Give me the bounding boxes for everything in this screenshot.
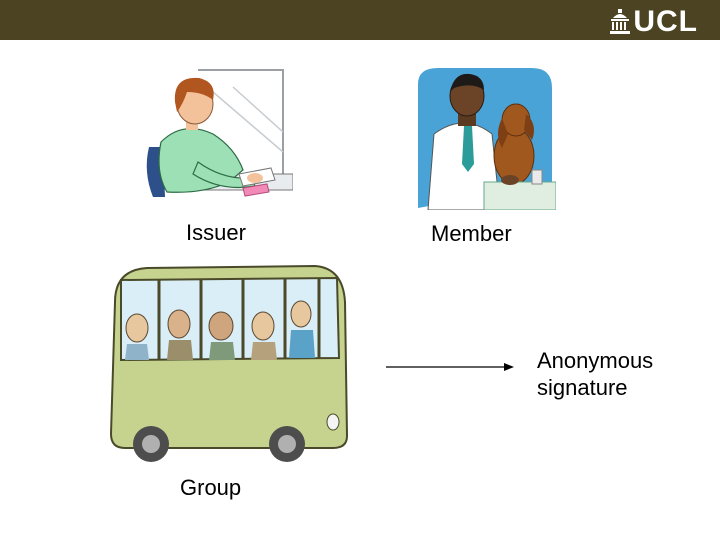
ucl-logo: UCL: [609, 6, 698, 38]
member-illustration: [414, 64, 557, 211]
issuer-illustration: [143, 62, 294, 207]
member-label: Member: [431, 221, 512, 246]
anonymous-signature-label: Anonymous signature: [537, 347, 653, 401]
issuer-label: Issuer: [186, 220, 246, 245]
group-label: Group: [180, 475, 242, 500]
group-illustration: [107, 262, 353, 468]
portico-icon: [610, 9, 631, 34]
anonymous-line-1: Anonymous: [537, 348, 654, 373]
logo-text: UCL: [633, 5, 698, 38]
arrow-right-icon: [386, 363, 514, 371]
header-bar: UCL: [0, 0, 720, 40]
anonymous-line-2: signature: [537, 375, 628, 400]
